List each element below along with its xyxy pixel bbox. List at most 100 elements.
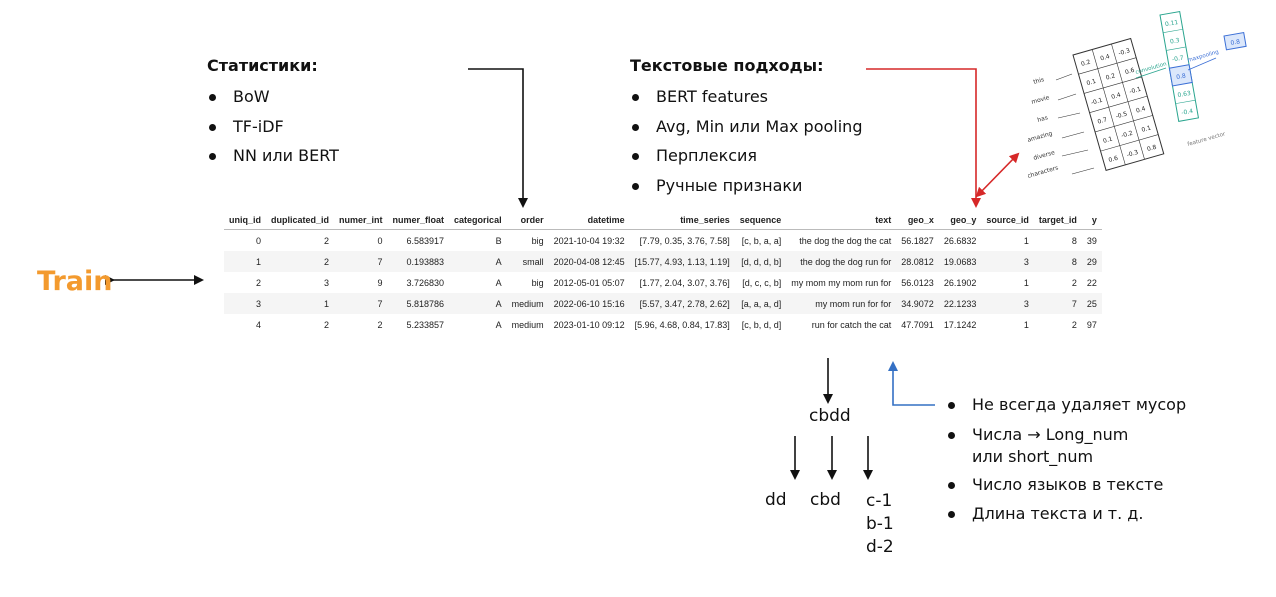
list-item: Длина текста и т. д. [946, 499, 1186, 529]
column-header: geo_x [896, 211, 939, 230]
list-item: NN или BERT [207, 141, 339, 171]
sequence-counts: c-1 b-1 d-2 [866, 490, 894, 559]
table-cell: 1 [1023, 277, 1029, 288]
table-cell: my mom run for for [786, 293, 897, 314]
column-header: geo_y [938, 211, 982, 230]
table-cell: 9 [377, 277, 383, 288]
table-cell: 56.1827 [901, 235, 934, 246]
table-cell: big [531, 235, 544, 246]
table-cell: 2 [377, 319, 383, 330]
table-cell: 2 [266, 251, 335, 272]
feature-cell: -0.7 [1172, 55, 1185, 64]
matrix-cell: -0.5 [1115, 110, 1128, 120]
table-cell: the dog the dog run for [786, 251, 897, 272]
table-cell: 1 [266, 293, 335, 314]
matrix-cell: 0.6 [1124, 67, 1135, 76]
column-header: y [1081, 211, 1102, 230]
matrix-cell: 0.1 [1086, 78, 1097, 87]
list-item: Числа → Long_num или short_num [946, 420, 1186, 468]
table-row: 3 1 7 5.818786 A medium 2022-06-10 15:16… [224, 293, 1102, 314]
table-cell: 3 [981, 293, 1034, 314]
matrix-cell: -0.1 [1129, 86, 1142, 96]
word-label: diverse [1033, 149, 1056, 162]
table-cell: [5.57, 3.47, 2.78, 2.62] [629, 293, 735, 314]
table-cell: 1 [1023, 235, 1029, 246]
list-item: Avg, Min или Max pooling [630, 112, 862, 142]
text-approaches-arrow [866, 68, 981, 208]
matrix-cell: 0.4 [1135, 105, 1146, 114]
table-cell: 2022-06-10 15:16 [548, 293, 630, 314]
table-cell: [a, a, a, d] [734, 293, 787, 314]
column-header: uniq_id [224, 211, 266, 230]
table-cell: 2 [255, 277, 261, 288]
matrix-cell: 0.8 [1146, 144, 1157, 153]
table-cell: A [495, 319, 502, 330]
feature-cell: 0.63 [1177, 90, 1192, 99]
list-item: BERT features [630, 82, 862, 112]
sequence-branch: cbd [810, 490, 841, 510]
table-cell: 8 [1033, 251, 1082, 272]
table-cell: 5.233857 [406, 319, 445, 330]
word-label: has [1037, 114, 1049, 124]
text-cleaning-list: Не всегда удаляет мусор Числа → Long_num… [946, 390, 1186, 529]
matrix-cell: -0.3 [1118, 47, 1131, 57]
table-cell: 34.9072 [896, 293, 939, 314]
table-cell: the dog the dog the cat [799, 235, 892, 246]
table-cell: 1 [224, 251, 266, 272]
word-label: characters [1028, 164, 1059, 180]
list-item-line: Числа → Long_num [972, 424, 1129, 444]
feature-vector-label: feature vector [1187, 131, 1227, 148]
table-cell: big [531, 277, 544, 288]
table-row: 0 2 0 6.583917 B big 2021-10-04 19:32 [7… [224, 230, 1102, 252]
table-cell: [5.96, 4.68, 0.84, 17.83] [634, 319, 730, 330]
word-label: movie [1031, 94, 1051, 106]
pooled-value-box [1223, 31, 1247, 51]
feature-cell: -0.4 [1181, 108, 1194, 117]
statistics-arrow [468, 68, 528, 208]
table-cell: 1 [1023, 319, 1029, 330]
table-cell: 47.7091 [901, 319, 934, 330]
list-item: Не всегда удаляет мусор [946, 390, 1186, 420]
pooled-value: 0.8 [1230, 38, 1241, 47]
statistics-block: Статистики: BoW TF-iDF NN или BERT [207, 56, 339, 171]
matrix-cell: -0.3 [1126, 149, 1139, 159]
matrix-cell: 0.1 [1102, 135, 1113, 144]
table-cell: 3 [981, 251, 1034, 272]
convolution-label: convolution [1135, 61, 1168, 76]
column-header: numer_int [334, 211, 388, 230]
list-item: TF-iDF [207, 112, 339, 142]
table-cell: medium [506, 293, 549, 314]
embedding-matrix: 0.20.4-0.3 0.10.20.6 -0.10.4-0.1 0.7-0.5… [1072, 37, 1165, 171]
table-cell: 2 [1071, 319, 1077, 330]
text-approaches-block: Текстовые подходы: BERT features Avg, Mi… [630, 56, 862, 200]
table-cell: medium [511, 319, 544, 330]
matrix-cell: 0.4 [1099, 53, 1110, 62]
table-cell: 2 [1071, 277, 1077, 288]
table-cell: 6.583917 [406, 235, 445, 246]
count-item: d-2 [866, 537, 894, 557]
matrix-cell: 0.4 [1110, 92, 1121, 101]
column-header: time_series [629, 211, 735, 230]
table-cell: [d, d, d, b] [734, 251, 787, 272]
column-header: numer_float [387, 211, 450, 230]
column-header: sequence [734, 211, 787, 230]
table-cell: 28.0812 [896, 251, 939, 272]
table-cell: [1.77, 2.04, 3.07, 3.76] [639, 277, 730, 288]
feature-cell: 0.8 [1176, 72, 1187, 81]
matrix-cell: 0.2 [1105, 72, 1116, 81]
table-cell: 39 [1086, 235, 1097, 246]
table-header-row: uniq_id duplicated_id numer_int numer_fl… [224, 211, 1102, 230]
table-cell: [7.79, 0.35, 3.76, 7.58] [639, 235, 730, 246]
table-cell: 2020-04-08 12:45 [548, 251, 630, 272]
column-header: duplicated_id [266, 211, 335, 230]
table-cell: A [449, 251, 507, 272]
cnn-text-figure: this movie has amazing diverse character… [1028, 10, 1247, 180]
statistics-title: Статистики: [207, 56, 318, 75]
table-cell: my mom my mom run for [791, 277, 892, 288]
matrix-cell: 0.2 [1080, 59, 1091, 68]
text-approaches-list: BERT features Avg, Min или Max pooling П… [630, 82, 862, 200]
matrix-cell: -0.1 [1090, 97, 1103, 107]
column-header: target_id [1033, 211, 1082, 230]
table-cell: 2023-01-10 09:12 [553, 319, 625, 330]
